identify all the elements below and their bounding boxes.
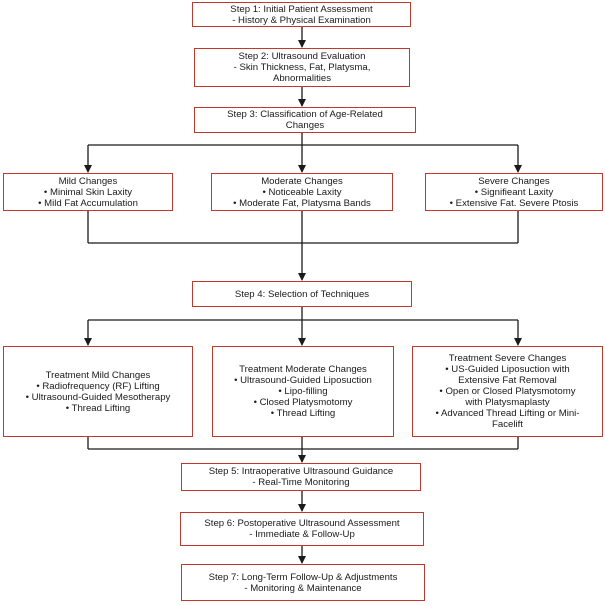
step-7-box: Step 7: Long-Term Follow-Up & Adjustment…: [181, 564, 425, 601]
treatment-moderate-box: Treatment Moderate Changes • Ultrasound-…: [212, 346, 394, 437]
step-2-subtitle-cont: Abnormalities: [272, 73, 332, 84]
treatment-mild-item: • Radiofrequency (RF) Lifting: [36, 380, 160, 392]
treatment-moderate-item: • Closed Platysmotomy: [253, 397, 353, 408]
moderate-changes-title: Moderate Changes: [261, 175, 343, 187]
step-5-subtitle: - Real-Time Monitoring: [252, 477, 350, 488]
mild-changes-box: Mild Changes • Minimal Skin Laxity • Mil…: [3, 173, 173, 211]
severe-changes-item: • Signifieant Laxity: [474, 186, 554, 198]
treatment-severe-item: Extensive Fat Removal: [458, 375, 557, 386]
step-6-title: Step 6: Postoperative Ultrasound Assessm…: [204, 518, 400, 529]
step-4-title: Step 4: Selection of Techniques: [234, 288, 370, 300]
severe-changes-title: Severe Changes: [478, 175, 550, 187]
treatment-severe-item: • US-Guided Liposuction with: [445, 364, 570, 375]
mild-changes-title: Mild Changes: [58, 175, 118, 187]
step-5-box: Step 5: Intraoperative Ultrasound Guidan…: [181, 463, 421, 491]
treatment-severe-item: • Advanced Thread Lifting or Mini-: [435, 408, 580, 419]
treatment-severe-item: Facelift: [492, 419, 523, 430]
treatment-severe-title: Treatment Severe Changes: [448, 353, 567, 364]
step-3-title: Step 3: Classification of Age-Related: [227, 109, 383, 120]
step-1-subtitle: - History & Physical Examination: [232, 14, 371, 26]
step-4-box: Step 4: Selection of Techniques: [192, 281, 412, 307]
treatment-mild-title: Treatment Mild Changes: [45, 369, 151, 381]
moderate-changes-item: • Noticeable Laxity: [262, 186, 342, 198]
treatment-moderate-item: • Thread Lifting: [270, 408, 336, 419]
treatment-severe-item: • Open or Closed Platysmotomy: [439, 386, 576, 397]
severe-changes-item: • Extensive Fat. Severe Ptosis: [449, 197, 579, 209]
moderate-changes-item: • Moderate Fat, Platysma Bands: [233, 197, 371, 209]
treatment-mild-item: • Ultrasound-Guided Mesotherapy: [25, 391, 171, 403]
step-2-subtitle: - Skin Thickness, Fat, Platysma,: [233, 62, 371, 73]
moderate-changes-box: Moderate Changes • Noticeable Laxity • M…: [211, 173, 393, 211]
mild-changes-item: • Minimal Skin Laxity: [43, 186, 133, 198]
treatment-mild-box: Treatment Mild Changes • Radiofrequency …: [3, 346, 193, 437]
step-7-subtitle: - Monitoring & Maintenance: [244, 582, 362, 594]
step-5-title: Step 5: Intraoperative Ultrasound Guidan…: [208, 466, 394, 477]
severe-changes-box: Severe Changes • Signifieant Laxity • Ex…: [425, 173, 603, 211]
treatment-moderate-title: Treatment Moderate Changes: [239, 364, 367, 375]
step-6-box: Step 6: Postoperative Ultrasound Assessm…: [180, 512, 424, 546]
treatment-moderate-item: • Ultrasound-Guided Liposuction: [234, 375, 372, 386]
treatment-moderate-item: • Lipo-filling: [278, 386, 328, 397]
step-2-title: Step 2: Ultrasound Evaluation: [238, 51, 366, 62]
step-2-box: Step 2: Ultrasound Evaluation - Skin Thi…: [194, 48, 410, 87]
step-6-subtitle: - Immediate & Follow-Up: [249, 529, 355, 540]
step-3-title-cont: Changes: [285, 120, 325, 131]
step-3-box: Step 3: Classification of Age-Related Ch…: [194, 107, 416, 133]
mild-changes-item: • Mild Fat Accumulation: [38, 197, 138, 209]
treatment-severe-item: with Platysmaplasty: [465, 397, 550, 408]
treatment-severe-box: Treatment Severe Changes • US-Guided Lip…: [412, 346, 603, 437]
step-7-title: Step 7: Long-Term Follow-Up & Adjustment…: [208, 571, 398, 583]
step-1-box: Step 1: Initial Patient Assessment - His…: [192, 2, 411, 27]
step-1-title: Step 1: Initial Patient Assessment: [230, 3, 373, 15]
treatment-mild-item: • Thread Lifting: [65, 402, 131, 414]
